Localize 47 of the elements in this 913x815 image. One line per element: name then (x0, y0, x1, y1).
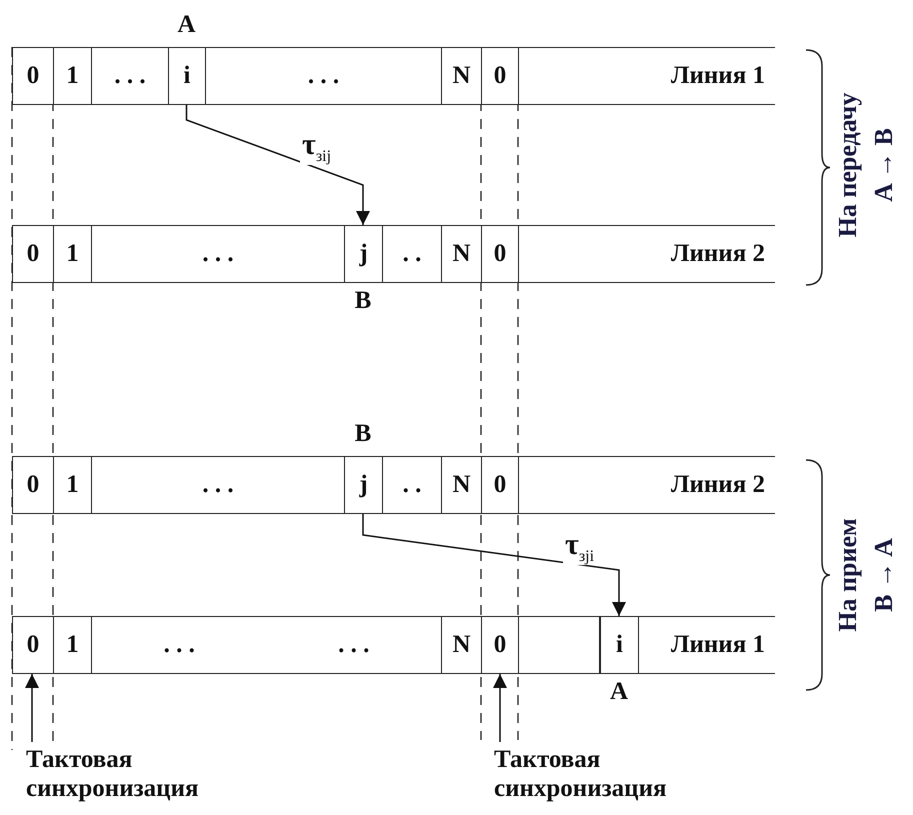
direction-label: На прием (833, 518, 863, 632)
direction-label: A → B (869, 128, 899, 202)
arrow (25, 674, 39, 742)
slot-cell: 0 (481, 47, 518, 105)
slot-cell: N (441, 616, 481, 674)
caption-text: Тактовая синхронизация (26, 742, 266, 815)
slot-cell: . . . (91, 225, 344, 283)
slot-cell: N (441, 225, 481, 283)
slot-cell: 0 (481, 456, 518, 514)
endpoint-letter: B (354, 420, 372, 448)
slot-cell: . . . (91, 47, 168, 105)
endpoint-letter: A (608, 678, 630, 706)
line-label-cell: Линия 2 (518, 225, 775, 283)
slot-cell: i (168, 47, 205, 105)
slot-cell: 0 (481, 225, 518, 283)
slot-cell: 1 (53, 225, 91, 283)
arrow (186, 105, 370, 225)
slot-cell: 0 (12, 456, 53, 514)
slot-cell (91, 616, 441, 674)
line-label-cell: Линия 1 (638, 616, 775, 674)
slot-cell: 0 (12, 47, 53, 105)
endpoint-letter: B (354, 287, 372, 315)
line-label-cell: Линия 2 (518, 456, 775, 514)
slot-cell: 0 (12, 225, 53, 283)
slot-cell: . . (382, 456, 441, 514)
slot-cell: N (441, 47, 481, 105)
slot-cell: 0 (481, 616, 518, 674)
slot-cell: N (441, 456, 481, 514)
arrow (362, 514, 626, 616)
slot-cell: 1 (53, 616, 91, 674)
direction-label: B → A (869, 538, 899, 612)
slot-cell: 0 (12, 616, 53, 674)
direction-label: На передачу (833, 92, 863, 238)
slot-cell: j (344, 225, 382, 283)
arrow (493, 674, 507, 742)
endpoint-letter: A (176, 11, 197, 39)
caption-text: Тактовая синхронизация (494, 742, 734, 815)
ellipsis-text: . . . (164, 631, 195, 659)
line-label-cell: Линия 1 (518, 47, 775, 105)
slot-cell: i (600, 616, 638, 674)
slot-cell: 1 (53, 47, 91, 105)
ellipsis-text: . . . (338, 631, 370, 659)
slot-cell: . . (382, 225, 441, 283)
slot-cell: . . . (91, 456, 344, 514)
slot-cell: . . . (205, 47, 441, 105)
slot-cell: 1 (53, 456, 91, 514)
slot-cell: j (344, 456, 382, 514)
